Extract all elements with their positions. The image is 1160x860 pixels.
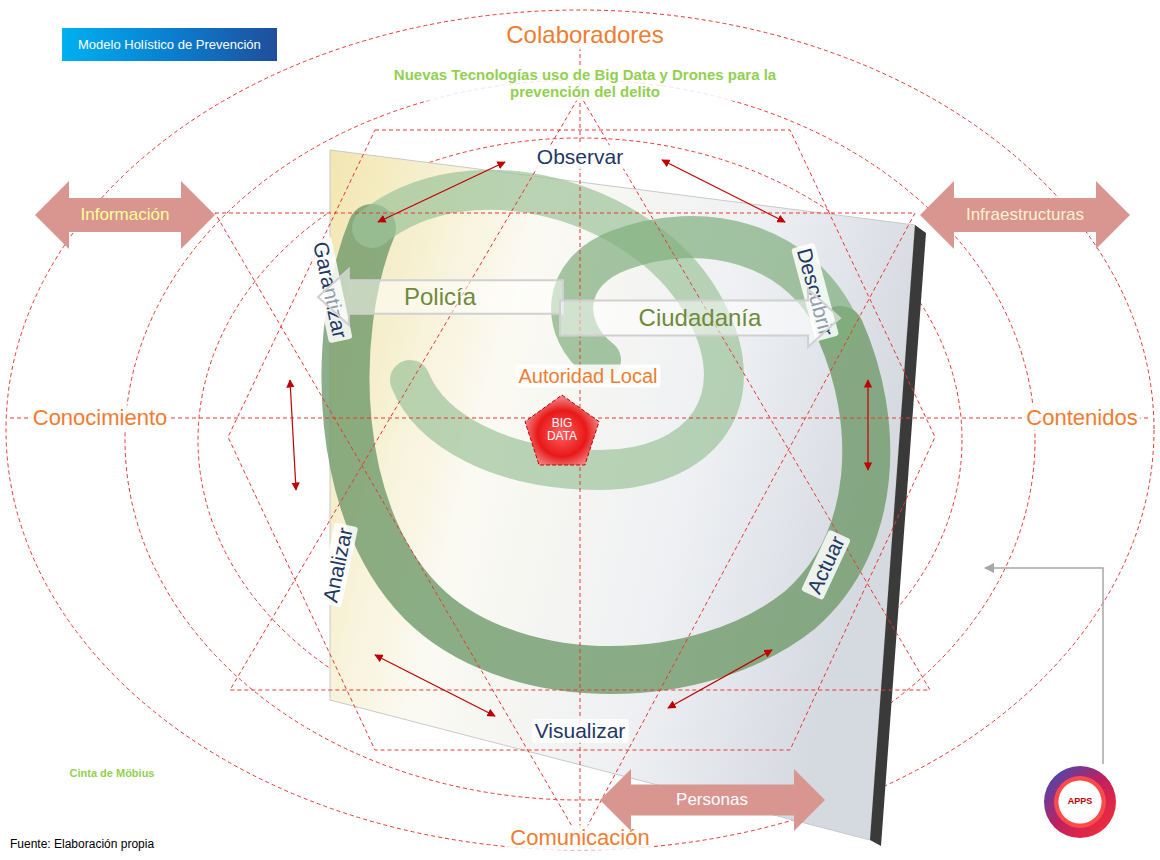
leader-line bbox=[985, 568, 1103, 764]
source-caption: Fuente: Elaboración propia bbox=[10, 837, 154, 851]
panel bbox=[330, 150, 915, 840]
node-text: Información bbox=[81, 206, 170, 225]
outer-ellipse bbox=[6, 10, 1154, 850]
decoration bbox=[10, 40, 1150, 850]
node-text: APPS bbox=[1068, 797, 1093, 807]
cycle-step: Visualizar bbox=[532, 719, 629, 743]
node-text: Infraestructuras bbox=[966, 206, 1084, 225]
decoration bbox=[290, 160, 868, 716]
axis-label: Contenidos bbox=[1023, 405, 1140, 430]
cycle-arrow bbox=[290, 380, 296, 490]
double-arrow: Infraestructuras bbox=[920, 181, 1130, 249]
cycle-arrow bbox=[662, 160, 785, 222]
axis-label: Conocimiento bbox=[30, 405, 171, 430]
cycle-arrow bbox=[378, 162, 505, 222]
node-text: Ciudadanía bbox=[639, 305, 762, 331]
cycle-arrow bbox=[867, 380, 868, 470]
ring-center bbox=[1058, 780, 1101, 823]
axis-label: Comunicación bbox=[507, 825, 652, 850]
app-circle: APPS bbox=[1044, 766, 1116, 838]
double-arrow: Personas bbox=[600, 769, 825, 831]
ring-inner bbox=[1054, 776, 1106, 828]
arrow-fill bbox=[600, 769, 825, 831]
cycle-step: Observar bbox=[534, 145, 626, 169]
double-arrow: Información bbox=[35, 181, 215, 249]
arrow-fill bbox=[920, 181, 1130, 249]
mobius-band bbox=[345, 190, 866, 670]
panel-edge bbox=[870, 225, 926, 846]
cycle-arrow bbox=[375, 655, 495, 716]
triangle-down bbox=[215, 213, 915, 840]
subtitle: Nuevas Tecnologías uso de Big Data y Dro… bbox=[365, 66, 805, 101]
arrow-fill bbox=[560, 289, 840, 347]
ring bbox=[1044, 766, 1116, 838]
node-text: Personas bbox=[676, 791, 748, 810]
arrow-shape: Policía bbox=[318, 269, 563, 325]
node-text: Policía bbox=[404, 284, 476, 310]
arrow-shape: Ciudadanía bbox=[560, 289, 840, 347]
node-text: BIG DATA bbox=[539, 417, 585, 443]
hexagon bbox=[228, 130, 935, 750]
region-heading: Colaboradores bbox=[503, 21, 666, 49]
arrow-fill bbox=[35, 181, 215, 249]
figure-note: Cinta de Möbius bbox=[67, 767, 158, 780]
title-box: Modelo Holístico de Prevención bbox=[62, 28, 277, 61]
pentagon: BIG DATA bbox=[525, 395, 599, 465]
decoration bbox=[572, 237, 840, 360]
decoration bbox=[6, 10, 1154, 850]
decoration bbox=[345, 228, 866, 670]
arrow-fill bbox=[318, 269, 563, 325]
pentagon-fill bbox=[525, 395, 599, 465]
center-label: Autoridad Local bbox=[516, 365, 661, 388]
cycle-arrow bbox=[668, 650, 772, 708]
